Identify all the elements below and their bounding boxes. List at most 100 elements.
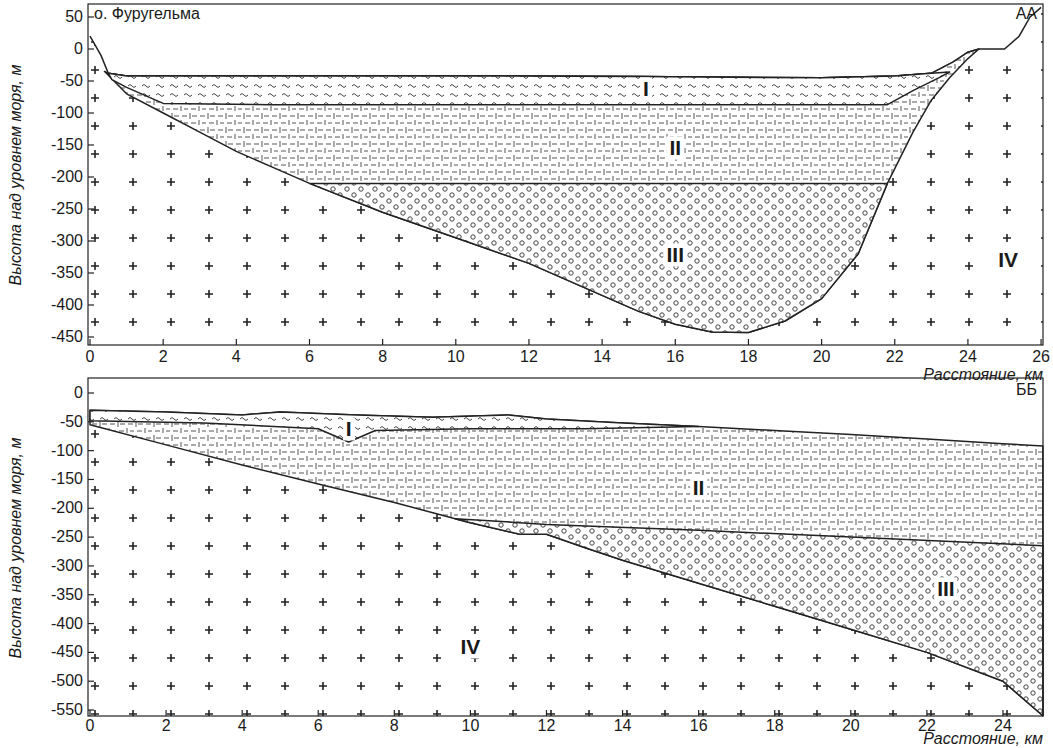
axis-tick [382,339,383,345]
axis-value: -50 [60,413,83,431]
axis-tick [546,710,547,716]
unit-label: III [934,577,958,600]
unit-i [108,72,949,105]
axis-tick [528,339,529,345]
axis-tick [894,339,895,345]
axis-value: 16 [690,717,708,735]
axis-value: 50 [65,8,83,26]
axis-value: 6 [314,717,323,735]
axis-value: -250 [51,528,83,546]
axis-tick [675,339,676,345]
axis-tick [89,339,90,345]
panel-frame [88,4,1043,345]
basement-granite [88,4,1043,345]
axis-tick [850,710,851,716]
axis-value: -250 [51,200,83,218]
axis-value: 20 [813,348,831,366]
axis-value: 18 [766,717,784,735]
axis-value: 14 [593,348,611,366]
axis-tick [394,710,395,716]
axis-value: -200 [51,499,83,517]
axis-title: Высота над уровнем моря, м [7,438,25,659]
basement-granite [88,378,1043,716]
axis-tick [318,710,319,716]
axis-tick [242,710,243,716]
axis-tick [1002,710,1003,716]
axis-value: 0 [86,348,95,366]
axis-tick [88,652,94,653]
axis-value: 26 [1032,348,1050,366]
axis-tick [88,240,94,241]
unit-label: I [640,77,652,100]
axis-value: -500 [51,672,83,690]
axis-tick [926,710,927,716]
axis-tick [163,339,164,345]
axis-value: -150 [51,471,83,489]
axis-tick [698,710,699,716]
axis-title: Высота над уровнем моря, м [7,65,25,286]
axis-tick [88,623,94,624]
axis-tick [88,112,94,113]
axis-value: -200 [51,168,83,186]
axis-tick [88,479,94,480]
axis-value: -300 [51,557,83,575]
axis-value: -400 [51,296,83,314]
section-name: АА [1016,5,1037,23]
axis-tick [88,304,94,305]
axis-tick [88,48,94,49]
place-name: о. Фуругельма [94,5,200,23]
axis-value: -450 [51,328,83,346]
axis-value: 18 [740,348,758,366]
sea-water [90,4,1041,78]
axis-title: Расстояние, км [923,730,1043,748]
seafloor-line [90,7,1041,77]
axis-tick [88,508,94,509]
axis-value: -400 [51,615,83,633]
axis-value: -350 [51,264,83,282]
axis-tick [309,339,310,345]
unit-label: IV [995,249,1021,272]
unit-label: III [664,244,688,267]
unit-ii [90,410,1043,716]
axis-value: -450 [51,644,83,662]
axis-value: -550 [51,701,83,719]
axis-tick [88,681,94,682]
axis-tick [236,339,237,345]
axis-tick [967,339,968,345]
axis-value: 20 [842,717,860,735]
axis-value: 2 [162,717,171,735]
axis-tick [455,339,456,345]
section-name: ББ [1016,381,1037,399]
axis-tick [88,450,94,451]
axis-tick [165,710,166,716]
axis-value: -100 [51,104,83,122]
axis-value: 6 [305,348,314,366]
axis-value: -150 [51,136,83,154]
unit-label: II [690,477,708,500]
axis-value: 0 [74,384,83,402]
axis-value: 4 [232,348,241,366]
axis-tick [622,710,623,716]
axis-value: 0 [86,717,95,735]
axis-title: Расстояние, км [923,366,1043,384]
axis-tick [774,710,775,716]
axis-value: 12 [538,717,556,735]
axis-tick [88,536,94,537]
unit-iii [310,183,888,332]
unit-ii [105,49,979,333]
axis-value: 12 [520,348,538,366]
unit-i [90,410,699,442]
axis-tick [748,339,749,345]
axis-tick [602,339,603,345]
axis-tick [88,709,94,710]
axis-value: 4 [238,717,247,735]
axis-value: -100 [51,442,83,460]
axis-value: 8 [378,348,387,366]
axis-tick [89,710,90,716]
axis-value: 2 [159,348,168,366]
axis-tick [88,176,94,177]
axis-value: 14 [614,717,632,735]
axis-tick [88,272,94,273]
unit-label: IV [457,635,483,658]
